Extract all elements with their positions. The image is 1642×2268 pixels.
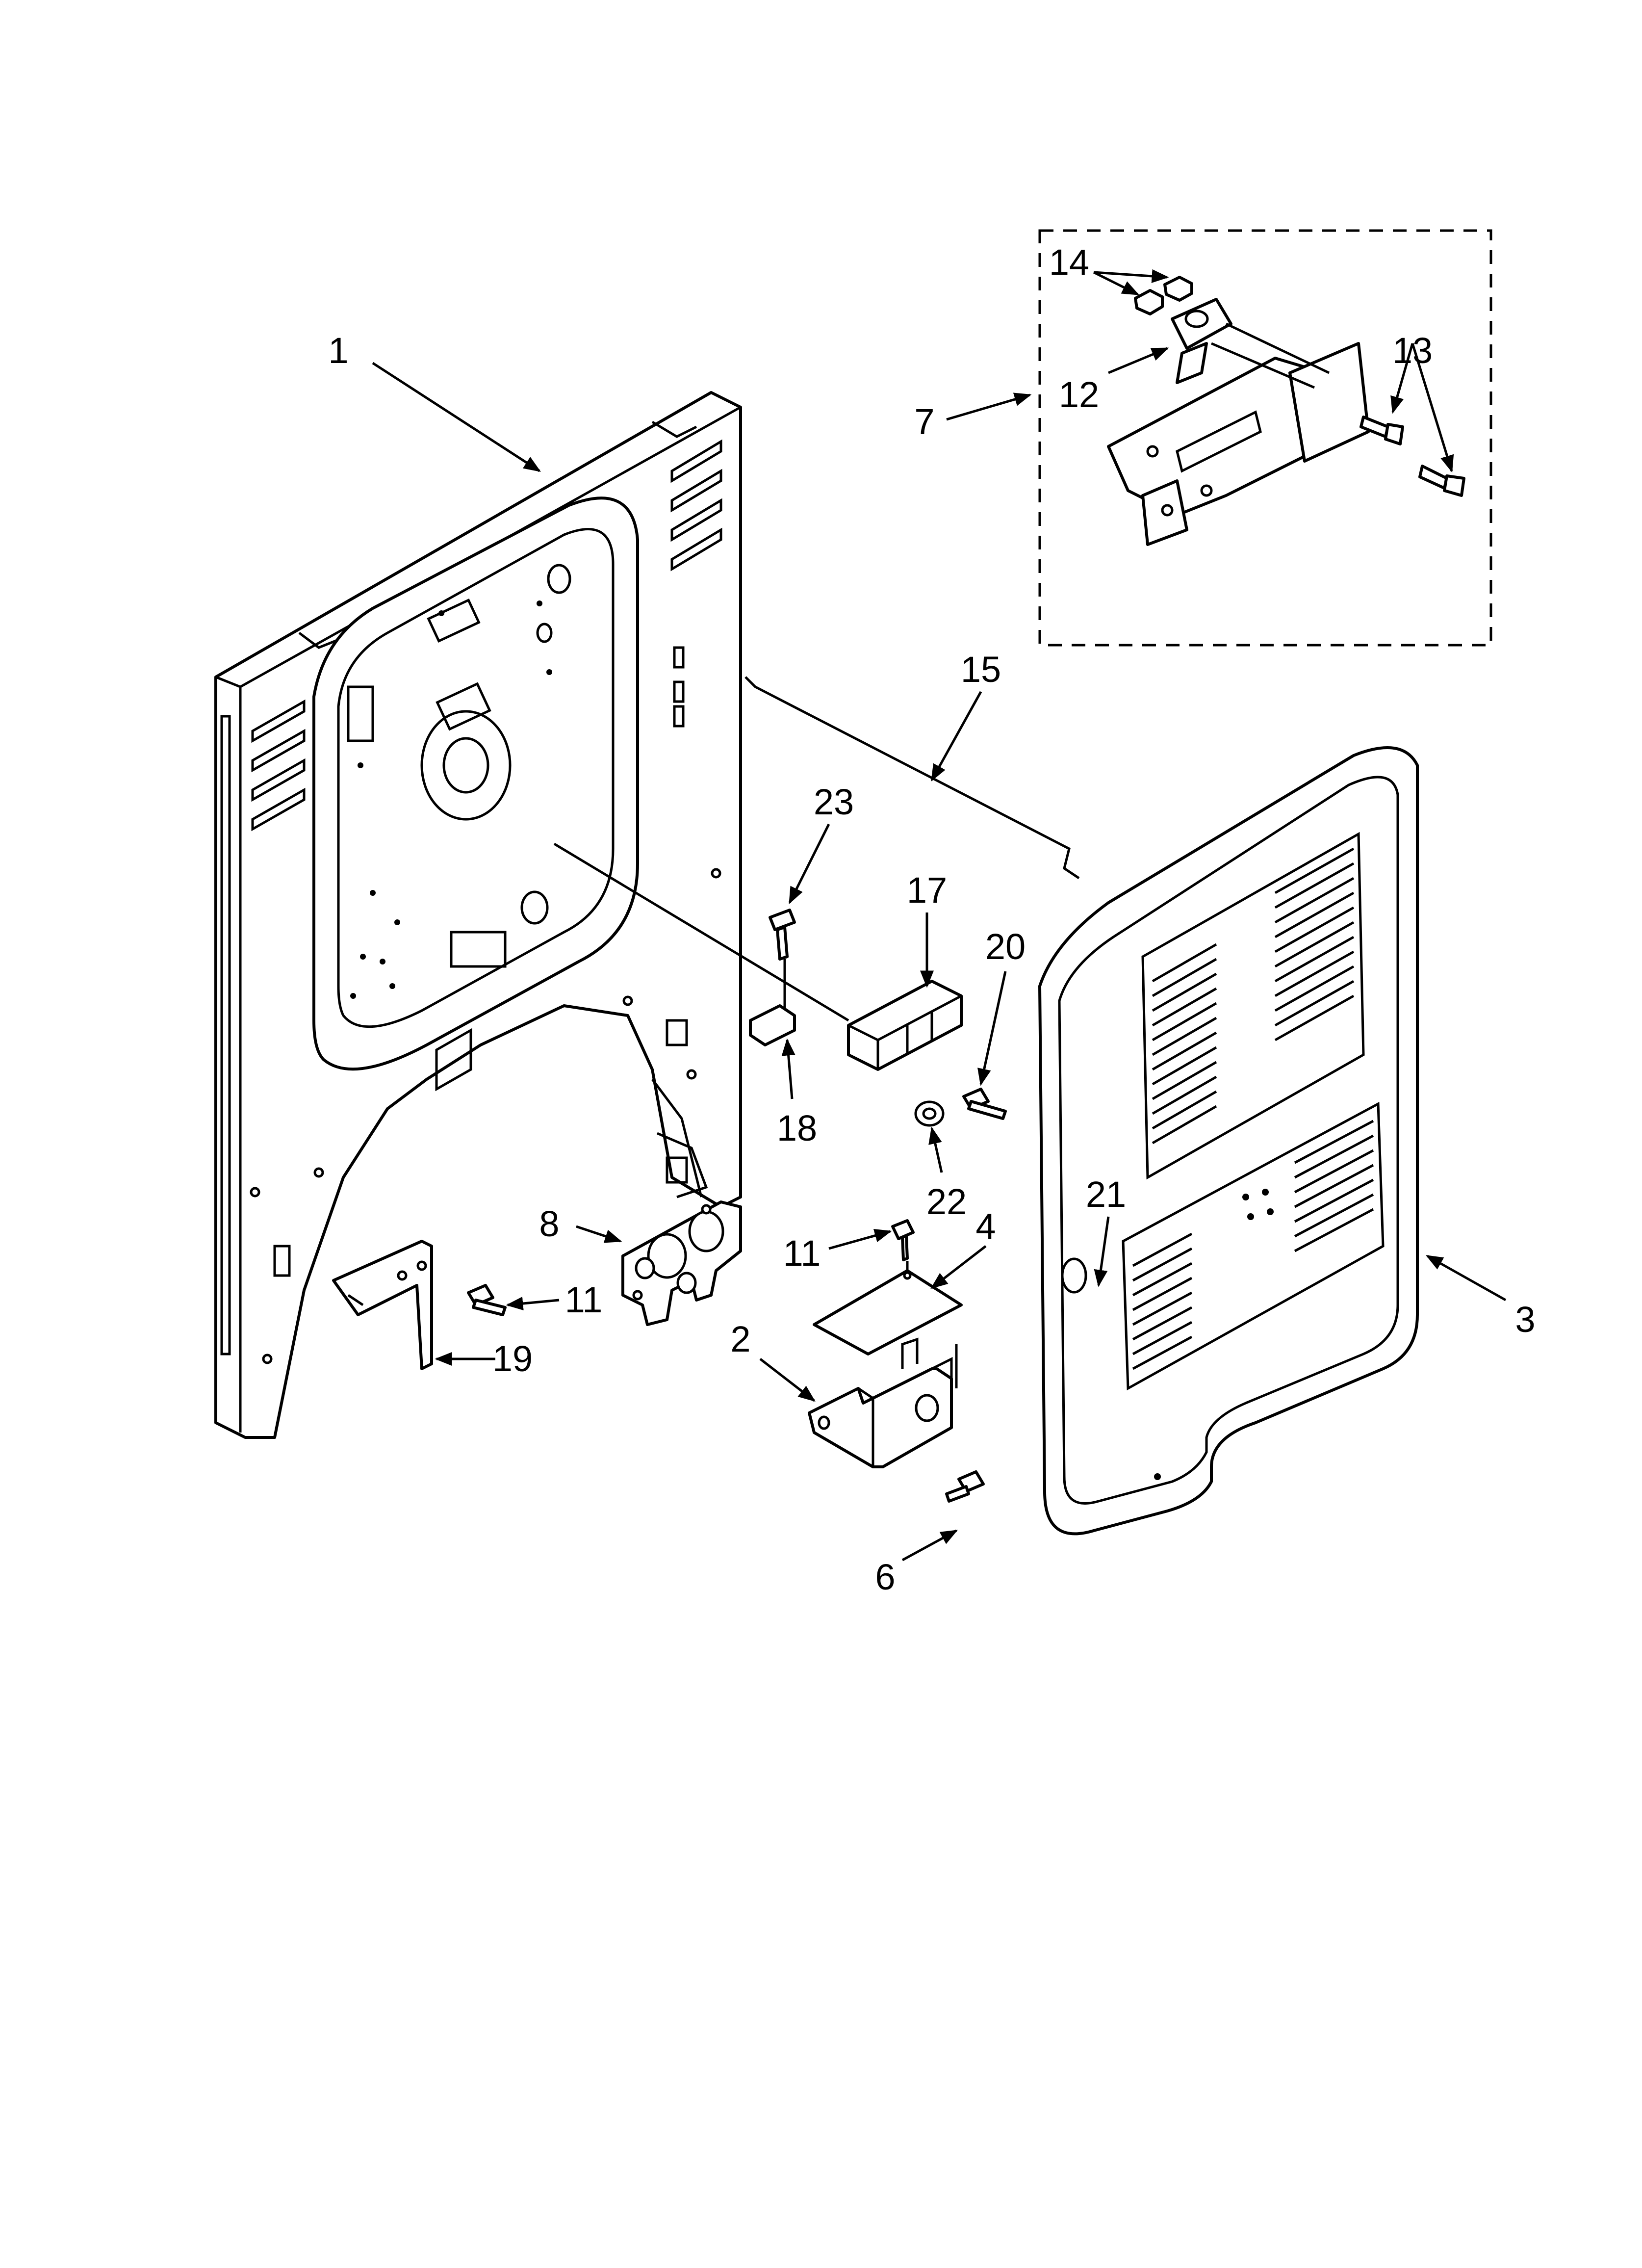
- assembly-7-boundary: [1038, 229, 1492, 647]
- clamp-part: [749, 909, 796, 1046]
- leader-lines: [372, 269, 1507, 1562]
- callout-label: 15: [961, 649, 1001, 690]
- switch-bracket-assembly: [1107, 276, 1465, 546]
- callout-label: 17: [907, 870, 947, 911]
- callout-label: 8: [539, 1203, 559, 1244]
- callout-label: 12: [1059, 374, 1099, 415]
- valve-plate-part: [621, 1200, 742, 1326]
- rear-panel-part: [214, 391, 742, 1439]
- callout-label: 3: [1515, 1299, 1535, 1340]
- callout-labels: 1 7 14 12 13 15 23 17 20 18 22 8 11 19 1…: [328, 242, 1535, 1597]
- callout-label: 11: [783, 1233, 821, 1274]
- bracket-19-part: [332, 1240, 507, 1370]
- callout-label: 4: [975, 1206, 996, 1247]
- callout-label: 18: [777, 1108, 817, 1148]
- callout-label: 23: [814, 782, 854, 822]
- callout-label: 2: [730, 1319, 750, 1359]
- junction-box-part: [808, 1337, 985, 1503]
- callout-label: 13: [1392, 330, 1433, 371]
- callout-label: 20: [985, 926, 1026, 967]
- callout-label: 22: [926, 1181, 967, 1222]
- callout-label: 19: [492, 1338, 533, 1379]
- callout-label: 1: [328, 330, 348, 371]
- callout-label: 14: [1049, 242, 1089, 283]
- back-cover-part: [1038, 746, 1419, 1536]
- callout-label: 6: [875, 1557, 895, 1597]
- cover-plate-part: [813, 1219, 963, 1356]
- callout-label: 21: [1086, 1174, 1126, 1215]
- callout-label: 11: [565, 1279, 603, 1320]
- rod-part: [744, 676, 1080, 880]
- fastener-part: [914, 1088, 1007, 1127]
- callout-label: 7: [914, 401, 934, 442]
